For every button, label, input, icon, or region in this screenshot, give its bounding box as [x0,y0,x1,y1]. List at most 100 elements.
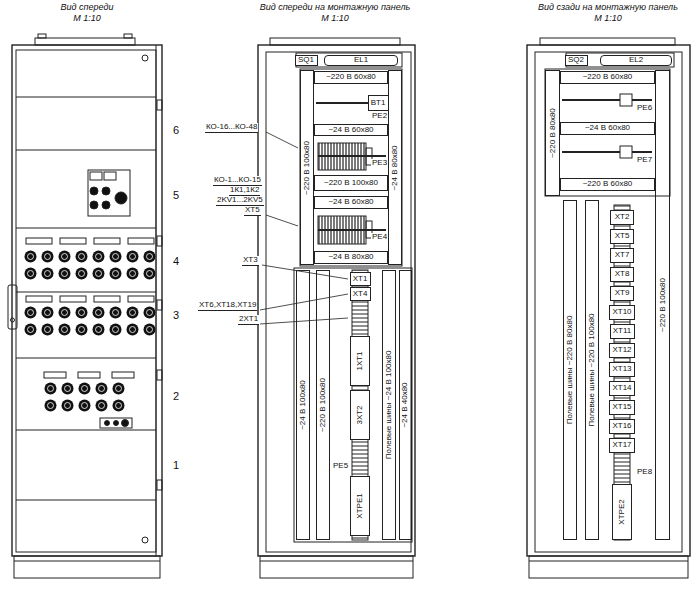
cabinet-front [122,420,129,427]
leader-line [262,265,348,279]
part-label: XT4 [352,290,369,299]
cabinet-front [60,238,86,244]
callout-number: 2 [172,390,180,402]
limit-switch: SQ1 [295,55,318,66]
part-label: XT15 [611,403,632,412]
callout-label: XT6,XT18,XT19 [198,301,257,311]
cable-duct: ~220 В 100х80 [655,70,670,540]
ground-label: PE8 [636,468,653,477]
part-label: XT10 [611,308,632,317]
cabinet-front [157,236,162,246]
cabinet-front [142,537,148,543]
cabinet-front [124,34,132,38]
terminal-block: XT14 [609,381,635,396]
cabinet-front [14,561,160,562]
ground-label: PE6 [636,104,653,113]
cable-duct: ~24 В 60х80 [560,122,655,135]
cable-duct: ~220 В 100х80 [314,175,388,191]
cabinet-mounting-front [260,561,413,562]
cable-duct: ~24 В 80х80 [388,70,402,265]
cable-duct: ~220 В 100х80 [316,270,330,540]
cable-duct: ~24 В 80х80 [314,251,388,264]
cable-duct: Полевые шины ~220 В 80х80 [563,200,577,540]
leader-line [260,318,348,324]
terminal-block: XT5 [610,229,634,244]
duct-label: ~220 В 100х80 [303,139,312,195]
terminal-block: XT17 [609,438,635,453]
cabinet-front [16,97,156,98]
terminal-block: XT11 [610,324,635,339]
leader-line [260,132,348,324]
cable-duct: Полевые шины ~24 В 100х80 [382,270,396,540]
cabinet-front [11,318,15,322]
terminal-block: XT8 [610,267,634,282]
cabinet-front [38,34,46,38]
cabinet-mounting-front [294,268,412,542]
cabinet-mounting-front [266,52,411,552]
part-label: XT2 [614,213,631,222]
duct-label: Полевые шины ~220 В 80х80 [566,315,575,426]
cabinet-front [88,170,130,216]
ground-label: PE5 [332,462,349,471]
cabinet-front [157,480,162,490]
cabinet-mounting-front [258,45,415,556]
cabinet-front [26,238,52,244]
lamp: EL1 [324,55,398,66]
cabinet-mounting-rear [529,556,688,578]
cabinet-mounting-rear [562,99,652,101]
cabinet-front [94,296,120,302]
cable-duct: ~220 В 60х80 [560,71,655,84]
duct-label: ~24 В 80х80 [391,144,400,191]
callout-number: 3 [172,309,180,321]
duct-label: ~24 В 60х80 [584,124,631,133]
part-label: SQ2 [567,56,585,65]
duct-label: ~220 В 100х80 [319,377,328,433]
terminal-block: XT13 [609,362,635,377]
duct-label: ~24 В 40х80 [401,381,410,428]
cabinet-front [90,201,98,209]
cabinet-front [94,238,120,244]
duct-label: ~24 В 60х80 [327,126,374,135]
terminal-block: XTPE2 [612,484,632,540]
cabinet-front [16,228,156,229]
cabinet-front [114,421,119,426]
cabinet-front [8,285,17,329]
cabinet-mounting-front [270,38,400,45]
part-label: XT5 [614,232,631,241]
cabinet-front [90,172,102,180]
part-label: XT16 [611,422,632,431]
leader-line [260,294,348,310]
cabinet-front [105,421,110,426]
part-label: XT11 [612,327,633,336]
part-label: 1XT1 [356,350,365,371]
cable-duct: ~24 В 100х80 [296,270,310,540]
part-label: XT8 [614,270,631,279]
cabinet-mounting-rear [562,151,652,153]
part-label: XTPE2 [618,498,627,525]
ground-label: PE2 [371,112,388,121]
terminal-block: 3XT2 [350,390,370,440]
duct-label: ~220 В 100х80 [658,277,667,333]
terminal-block: XT1 [350,272,371,286]
callout-label: XT5 [244,206,261,216]
part-label: EL2 [628,56,644,65]
callout-label: 2KV1...2KV5 [216,196,264,206]
cable-duct: ~24 В 60х80 [314,196,388,209]
cabinet-front [22,304,158,338]
cabinet-view: Вид сзади на монтажную панельМ 1:10SQ2EL… [522,2,694,584]
part-label: XT7 [614,251,631,260]
duct-label: ~24 В 100х80 [299,379,308,431]
cabinet-mounting-front [316,102,370,104]
limit-switch: SQ2 [565,55,588,66]
part-label: XT14 [611,384,632,393]
cabinet-mounting-rear [540,38,675,45]
cabinet-front [104,172,116,180]
cabinet-front [14,556,160,578]
cabinet-mounting-rear [620,94,632,106]
cable-duct: ~220 В 60х80 [560,178,655,191]
cabinet-front [26,296,52,302]
cabinet-mounting-front [300,69,402,266]
cabinet-front [60,296,86,302]
cabinet-mounting-front [318,155,386,157]
terminal-block: XT15 [609,400,635,415]
